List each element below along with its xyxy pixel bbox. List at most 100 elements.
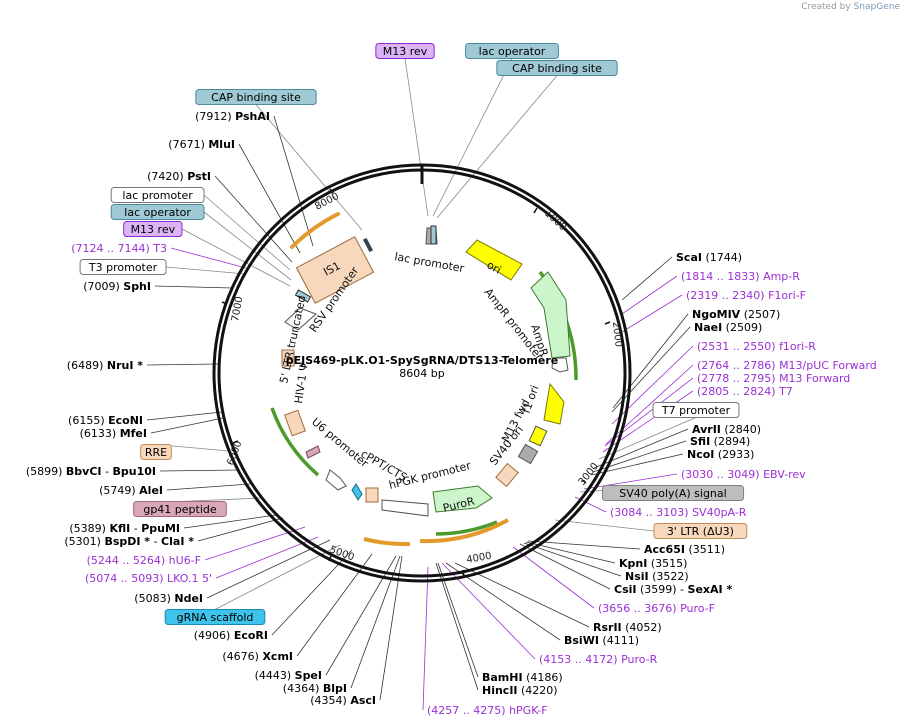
sv40-ori-mark <box>517 443 539 465</box>
feature-label-box <box>123 221 183 237</box>
label-name: AvrII <box>692 423 721 436</box>
leader-lac-operator <box>432 58 513 217</box>
label-text: NsiI (3522) <box>625 570 689 583</box>
label-text: Acc65I (3511) <box>644 543 725 556</box>
leader-hincii <box>435 562 479 691</box>
lac-operator-mark <box>430 225 437 245</box>
label-grna-scaffold: gRNA scaffold <box>164 609 266 625</box>
feature-label-text: M13 rev <box>383 45 428 58</box>
leader-mfei <box>150 417 224 434</box>
leader-xcmi <box>296 553 373 657</box>
label-name: NdeI <box>174 592 203 605</box>
label-acc65i: Acc65I (3511) <box>644 543 725 556</box>
label-position: (4364) <box>283 682 323 695</box>
label-pshai: (7912) PshAI <box>195 110 270 123</box>
label-position: (3511) <box>685 543 725 556</box>
label-text: BsiWI (4111) <box>564 634 639 647</box>
label-position: (4443) <box>255 669 295 682</box>
label-position: (1744) <box>702 251 742 264</box>
label-text: (4364) BlpI <box>283 682 347 695</box>
feature-label-box <box>110 204 205 220</box>
label-ncoi: NcoI (2933) <box>687 448 754 461</box>
label-name: SpeI <box>295 669 322 682</box>
label-text: (5244 .. 5264) hU6-F <box>87 554 201 567</box>
label-gp41-peptide: gp41 peptide <box>133 501 227 517</box>
label-blpi: (4364) BlpI <box>283 682 347 695</box>
feature-label-text: RRE <box>145 446 167 459</box>
leader-scai <box>621 256 673 301</box>
is1-end-mark <box>362 237 374 253</box>
label-asci: (4354) AscI <box>310 694 376 707</box>
feature-label-text: T3 promoter <box>88 261 158 274</box>
label-text: (4257 .. 4275) hPGK-F <box>427 704 548 717</box>
label-name: KpnI <box>619 557 647 570</box>
ruler-tick-6000: 6000 <box>225 439 244 467</box>
ruler-tick-7000: 7000 <box>221 296 245 323</box>
label-m13-rev: M13 rev <box>375 43 435 59</box>
feature-label-text: lac operator <box>479 45 546 58</box>
leader-hpgk-f <box>422 566 429 711</box>
rre-mark <box>284 409 306 437</box>
label-text: (5899) BbvCI - Bpu10I <box>26 465 156 478</box>
label-name: BlpI <box>323 682 347 695</box>
label-m13-puc-forward: (2764 .. 2786) M13/pUC Forward <box>697 359 877 372</box>
label-t3-promoter: T3 promoter <box>79 259 167 275</box>
label-lac-operator: lac operator <box>465 43 559 59</box>
feature-label-text: CAP binding site <box>512 62 602 75</box>
label-separator: - <box>150 535 161 548</box>
label-text: (2778 .. 2795) M13 Forward <box>697 372 850 385</box>
label-position: (4186) <box>523 671 563 684</box>
label-text: (7124 .. 7144) T3 <box>71 242 167 255</box>
cppt-mark <box>365 487 379 503</box>
label-text: (4153 .. 4172) Puro-R <box>539 653 658 666</box>
label-text: (2531 .. 2550) f1ori-R <box>697 340 816 353</box>
feature-label-text: gp41 peptide <box>143 503 217 516</box>
label-mlui: (7671) MluI <box>168 138 235 151</box>
label-text: (1814 .. 1833) Amp-R <box>681 270 800 283</box>
label-sphi: (7009) SphI <box>83 280 151 293</box>
feature-label-box <box>79 259 167 275</box>
feature-label-text: gRNA scaffold <box>177 611 254 624</box>
label-sfii: SfiI (2894) <box>690 435 750 448</box>
leader-3-ltr-u3 <box>554 519 655 532</box>
label-name: XcmI <box>262 650 293 663</box>
label-sv40-poly-a-signal: SV40 poly(A) signal <box>601 485 745 501</box>
label-text: (7671) MluI <box>168 138 235 151</box>
label-text: (4354) AscI <box>310 694 376 707</box>
label-text: (2319 .. 2340) F1ori-F <box>686 289 806 302</box>
label-text: (4676) XcmI <box>222 650 293 663</box>
label-name-2: PpuMI <box>141 522 180 535</box>
label-nrui: (6489) NruI * <box>67 359 143 372</box>
label-bbvci: (5899) BbvCI - Bpu10I <box>26 465 156 478</box>
label-text: BamHI (4186) <box>482 671 563 684</box>
label-name: NruI * <box>107 359 143 372</box>
label-name: EBV-rev <box>763 468 806 481</box>
label-text: (7009) SphI <box>83 280 151 293</box>
leader-sphi <box>154 285 233 289</box>
label-text: NcoI (2933) <box>687 448 754 461</box>
label-position: (7671) <box>168 138 208 151</box>
label-position: (5083) <box>134 592 174 605</box>
label-text: CsiI (3599) - SexAI * <box>614 583 732 596</box>
label-name: CsiI <box>614 583 636 596</box>
ruler-label-2000: 2000 <box>610 321 624 347</box>
is1-mark <box>295 236 375 304</box>
label-bsiwi: BsiWI (4111) <box>564 634 639 647</box>
label-t3: (7124 .. 7144) T3 <box>71 242 167 255</box>
f1-ori-arrow <box>543 382 565 425</box>
label-position: (7124 .. 7144) <box>71 242 153 255</box>
label-position: (6489) <box>67 359 107 372</box>
label-name: BbvCI <box>66 465 102 478</box>
label-naei: NaeI (2509) <box>694 321 762 334</box>
label-position: (2764 .. 2786) <box>697 359 779 372</box>
label-position: (7912) <box>195 110 235 123</box>
label-name: AscI <box>350 694 376 707</box>
label-text: (7420) PstI <box>147 170 211 183</box>
label-name: T3 <box>152 242 167 255</box>
label-name: T7 <box>778 385 793 398</box>
label-text: (2805 .. 2824) T7 <box>697 385 793 398</box>
label-name: f1ori-R <box>779 340 816 353</box>
label-text: SfiI (2894) <box>690 435 750 448</box>
